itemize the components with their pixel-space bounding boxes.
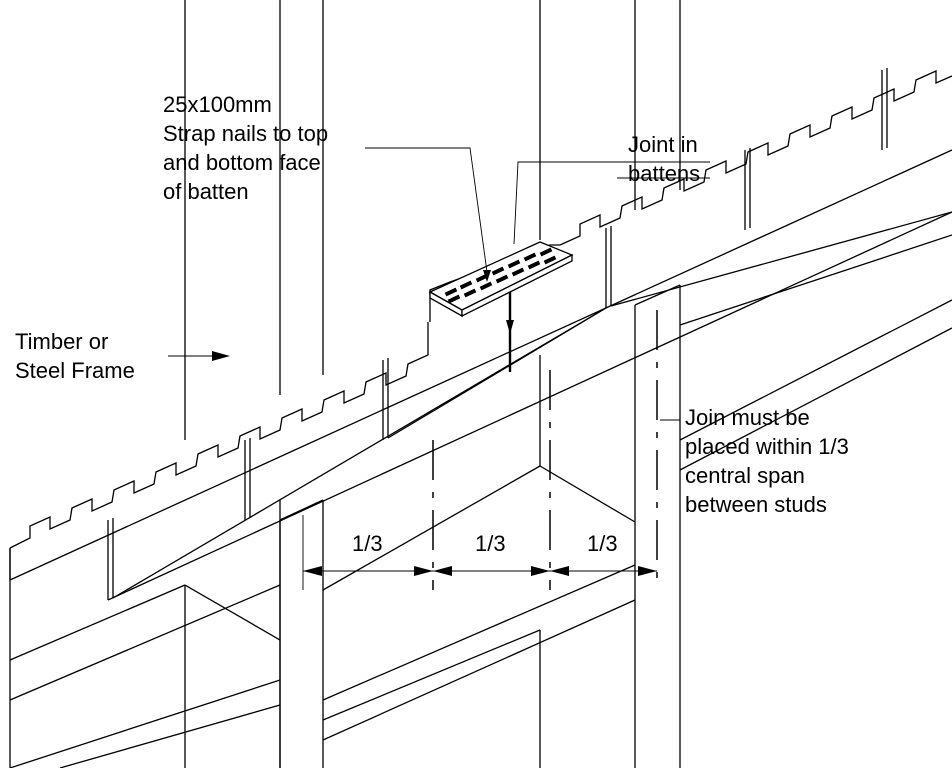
third-label-2: 1/3	[475, 531, 506, 556]
strap-plate	[428, 241, 574, 318]
dimension-lines	[302, 310, 658, 590]
strap-line-4: of batten	[163, 179, 249, 204]
frame-structure	[9, 0, 952, 768]
join-rule-line-2: placed within 1/3	[685, 434, 849, 459]
join-rule-line-3: central span	[685, 463, 805, 488]
label-join-rule: Join must be placed within 1/3 central s…	[685, 405, 849, 517]
frame-line-1: Timber or	[15, 329, 108, 354]
frame-line-2: Steel Frame	[15, 358, 135, 383]
joint-line-1: Joint in	[628, 132, 698, 157]
third-label-3: 1/3	[587, 531, 618, 556]
strap-line-1: 25x100mm	[163, 92, 272, 117]
label-strap: 25x100mm Strap nails to top and bottom f…	[163, 92, 328, 204]
strap-line-3: and bottom face	[163, 150, 321, 175]
strap-line-2: Strap nails to top	[163, 121, 328, 146]
join-rule-line-1: Join must be	[685, 405, 810, 430]
label-frame: Timber or Steel Frame	[15, 329, 135, 383]
joint-line-2: battens	[628, 161, 700, 186]
batten	[9, 68, 952, 601]
leader-lines	[168, 147, 710, 421]
label-joint: Joint in battens	[628, 132, 700, 186]
join-rule-line-4: between studs	[685, 492, 827, 517]
label-thirds: 1/3 1/3 1/3	[352, 531, 618, 556]
third-label-1: 1/3	[352, 531, 383, 556]
